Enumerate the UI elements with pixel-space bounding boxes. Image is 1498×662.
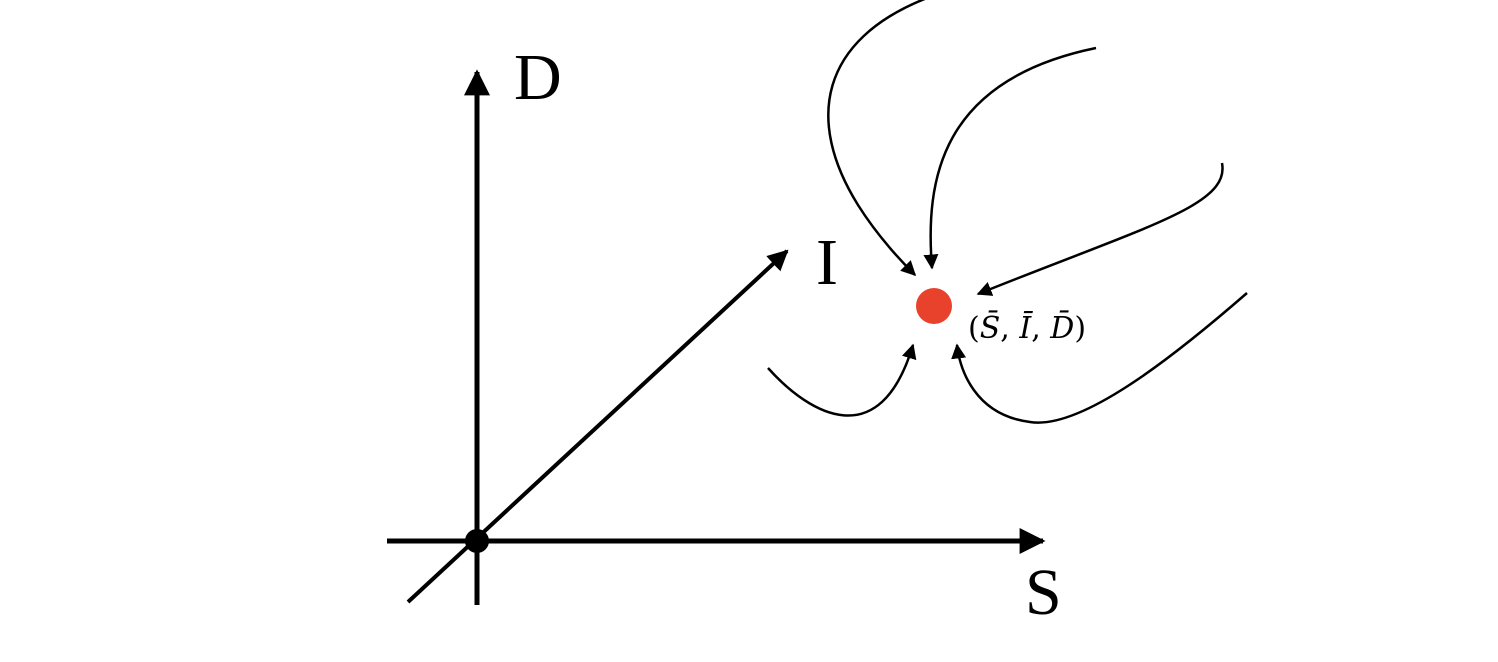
equilibrium-label-sep2: , [1031,311,1050,346]
equilibrium-label-i: Ī [1018,311,1033,346]
i-axis-label: I [816,226,838,299]
equilibrium-label-d: D̄ [1049,310,1074,346]
equilibrium-label-s: S̄ [980,310,1001,346]
trajectory-right [976,162,1224,296]
origin-point [465,529,489,553]
i-axis [406,249,789,604]
trajectory-bottom-right [951,292,1248,424]
d-axis-label: D [514,41,562,114]
equilibrium-label-open: ( [968,311,980,346]
equilibrium-point [916,288,952,324]
equilibrium-label-sep1: , [1000,311,1019,346]
equilibrium-label-close: ) [1074,311,1086,346]
trajectory-bottom-left [767,343,917,417]
trajectory-top-left [827,0,926,277]
s-axis-label: S [1025,556,1062,629]
trajectory-top [923,46,1097,270]
equilibrium-label: (S̄, Ī, D̄) [968,310,1086,346]
